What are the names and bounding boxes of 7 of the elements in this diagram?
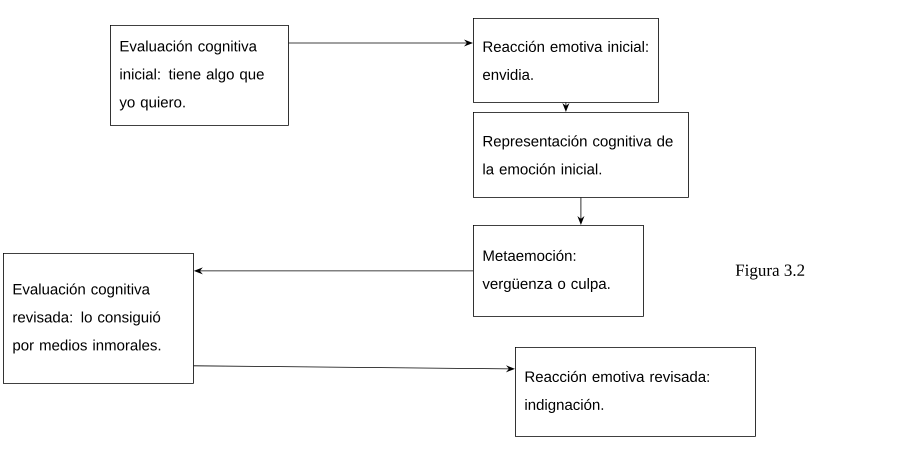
- process-box: Reacción emotiva inicial: envidia.: [473, 18, 659, 103]
- process-box: Metaemoción: vergüenza o culpa.: [473, 225, 644, 317]
- process-box: Evaluación cognitiva inicial: tiene algo que yo quiero.: [110, 25, 289, 126]
- figure-caption: Figura 3.2: [736, 264, 804, 280]
- process-box: Reacción emotiva revisada: indignación.: [515, 347, 756, 437]
- process-box: Representación cognitiva de la emoción inicial.: [473, 112, 689, 198]
- process-box: Evaluación cognitiva revisada: lo consiguió por medios inmorales.: [3, 253, 194, 384]
